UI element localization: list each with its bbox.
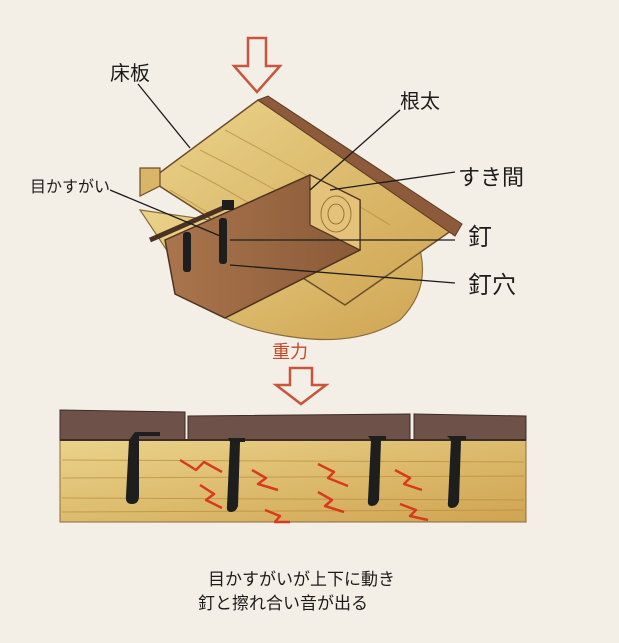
label-nail-hole: 釘穴	[468, 271, 516, 299]
spark-1	[179, 458, 223, 474]
section-nail-2	[226, 438, 245, 512]
spark-6	[317, 490, 345, 514]
leader-lines	[109, 83, 456, 284]
top-illustration: 床板 根太 すき間 目かすがい 釘 釘穴	[30, 36, 524, 341]
gravity-arrow	[272, 366, 330, 406]
spark-3	[251, 468, 279, 492]
cross-section	[59, 409, 527, 524]
section-board-1	[59, 409, 186, 441]
tongue-nail-3	[222, 200, 234, 210]
section-nail-4	[447, 436, 466, 508]
section-board-3	[413, 413, 527, 441]
label-nail: 釘	[468, 223, 492, 251]
section-nails	[125, 432, 466, 512]
floorboard-edge	[256, 95, 463, 237]
spark-4	[264, 508, 290, 524]
gravity-indicator: 重力	[272, 342, 330, 406]
spark-5	[317, 462, 349, 488]
joist-end	[309, 174, 361, 251]
tongue-nail-1	[183, 232, 191, 272]
label-tongue: 目かすがい	[30, 177, 110, 196]
joist-end-grain	[320, 195, 352, 233]
caption: 目かすがいが上下に動き 釘と擦れ合い音が出る	[198, 570, 395, 614]
label-gravity: 重力	[272, 342, 308, 363]
friction-sparks	[179, 458, 429, 524]
label-floorboard: 床板	[110, 61, 150, 85]
label-gap: すき間	[458, 166, 524, 191]
spark-8	[399, 502, 429, 522]
caption-line-2: 釘と擦れ合い音が出る	[198, 594, 368, 614]
label-joist: 根太	[400, 89, 440, 113]
top-pressure-arrow	[231, 36, 283, 94]
spark-7	[394, 468, 423, 492]
caption-line-1: 目かすがいが上下に動き	[208, 570, 395, 590]
spark-2	[199, 483, 223, 510]
section-nail-3	[367, 436, 386, 506]
board-gap-line	[148, 202, 232, 243]
tongue-nail-2	[219, 218, 227, 264]
section-floorboards	[59, 409, 527, 441]
section-nail-1	[125, 432, 160, 504]
floorboard-step	[139, 167, 161, 197]
